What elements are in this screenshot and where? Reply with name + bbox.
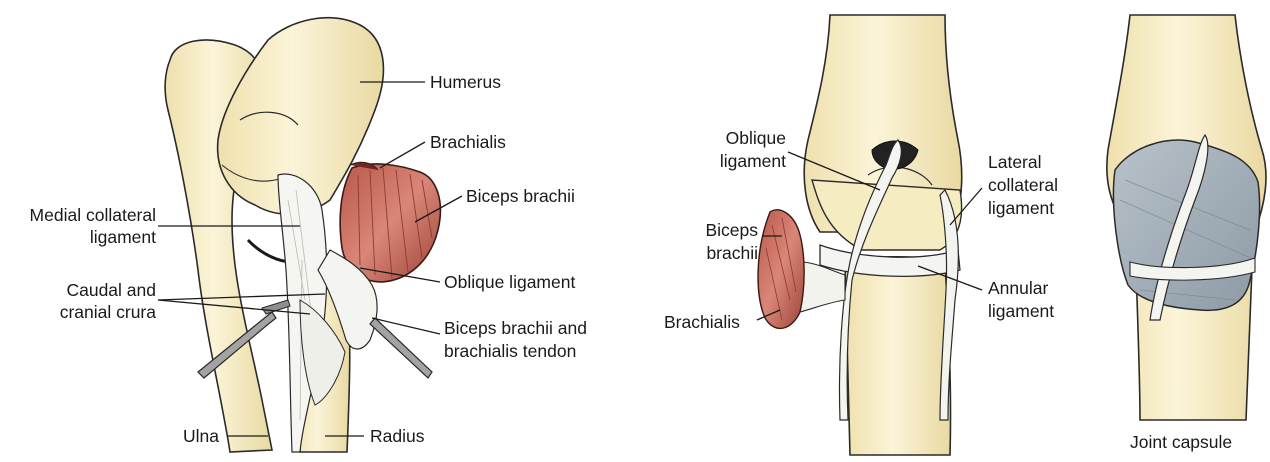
label-medial-collateral-line1: Medial collateral bbox=[0, 205, 156, 226]
label-brachialis: Brachialis bbox=[430, 132, 506, 153]
label-lateral-collateral-line2: collateral bbox=[988, 175, 1058, 196]
label-biceps-tendon-line1: Biceps brachii and bbox=[444, 318, 587, 339]
label-ulna: Ulna bbox=[183, 426, 219, 447]
label-joint-capsule: Joint capsule bbox=[1130, 432, 1232, 453]
label-oblique-middle-line1: Oblique bbox=[690, 128, 786, 149]
label-biceps-middle-line2: brachii bbox=[660, 243, 758, 264]
label-brachialis-middle: Brachialis bbox=[664, 312, 740, 333]
label-caudal-cranial-line1: Caudal and bbox=[0, 280, 156, 301]
label-biceps-tendon-line2: brachialis tendon bbox=[444, 341, 576, 362]
label-lateral-collateral-line1: Lateral bbox=[988, 152, 1042, 173]
label-medial-collateral-line2: ligament bbox=[0, 227, 156, 248]
label-oblique-ligament-left: Oblique ligament bbox=[444, 272, 575, 293]
label-annular-line1: Annular bbox=[988, 278, 1048, 299]
middle-biceps-muscle bbox=[758, 210, 804, 329]
label-lateral-collateral-line3: ligament bbox=[988, 198, 1054, 219]
label-caudal-cranial-line2: cranial crura bbox=[0, 302, 156, 323]
middle-elbow-cranial-view bbox=[758, 15, 962, 455]
label-biceps-brachii: Biceps brachii bbox=[466, 186, 575, 207]
label-annular-line2: ligament bbox=[988, 301, 1054, 322]
label-humerus: Humerus bbox=[430, 72, 501, 93]
right-retractor bbox=[370, 318, 432, 378]
middle-radius bbox=[845, 257, 951, 455]
biceps-brachii-muscle bbox=[340, 164, 440, 282]
label-oblique-middle-line2: ligament bbox=[690, 151, 786, 172]
right-elbow-joint-capsule bbox=[1107, 15, 1266, 420]
left-elbow-medial-view bbox=[165, 18, 440, 452]
label-radius: Radius bbox=[370, 426, 424, 447]
label-biceps-middle-line1: Biceps bbox=[660, 220, 758, 241]
